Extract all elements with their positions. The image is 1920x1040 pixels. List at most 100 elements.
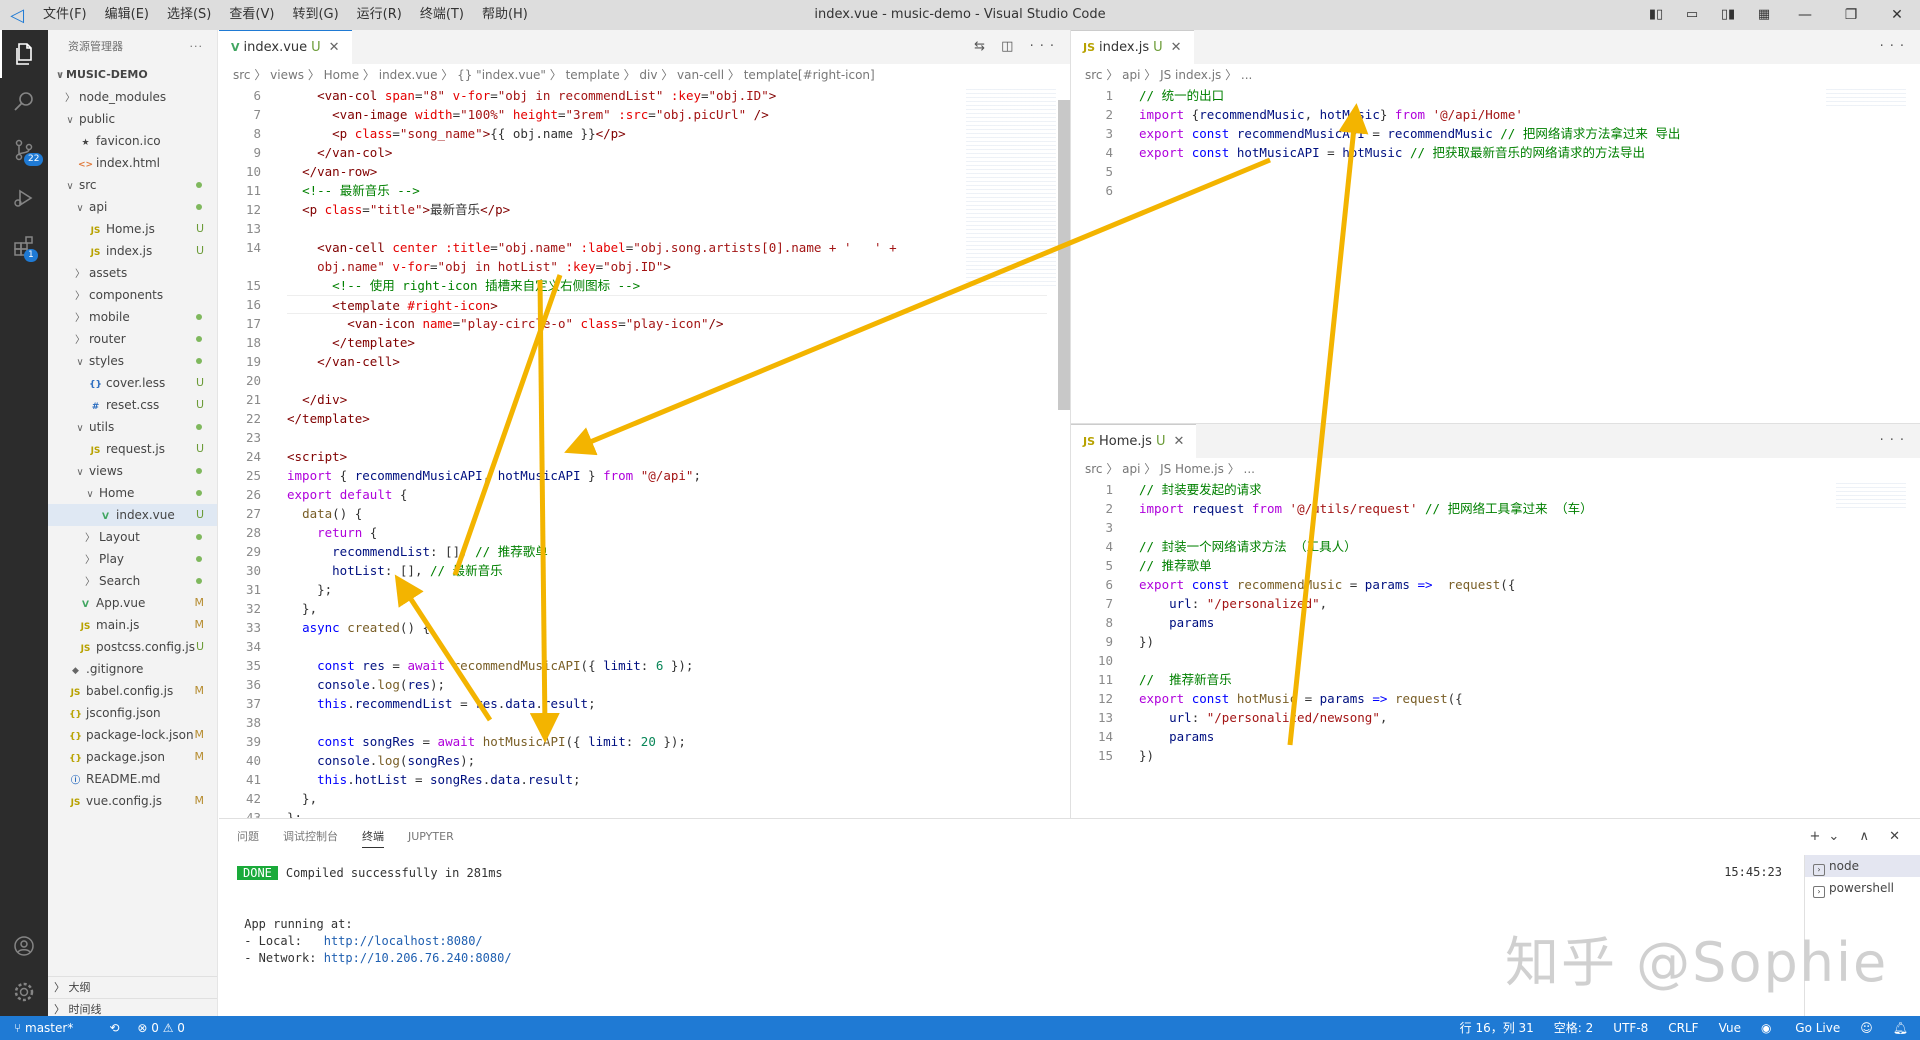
restore-button[interactable]: ❐ — [1844, 7, 1858, 23]
search-icon[interactable] — [0, 78, 48, 126]
code-line[interactable]: export default { — [287, 487, 408, 502]
explorer-icon[interactable] — [0, 30, 48, 78]
chevron-down-icon[interactable]: ∨ — [76, 357, 84, 368]
toggle-sidebar-icon[interactable]: ▮▯ — [1648, 7, 1664, 22]
code-line[interactable]: import request from '@/utils/request' //… — [1139, 501, 1593, 516]
chevron-right-icon[interactable]: 〉 — [75, 291, 85, 302]
editor-more-icon[interactable]: ··· — [1879, 39, 1910, 54]
tree-folder[interactable]: ∨src — [48, 174, 217, 196]
code-line[interactable]: obj.name" v-for="obj in hotList" :key="o… — [317, 259, 671, 274]
code-line[interactable]: }; — [287, 582, 333, 597]
code-line[interactable]: export const recommendMusicAPI = recomme… — [1139, 126, 1681, 141]
code-line[interactable]: const songRes = await hotMusicAPI({ limi… — [317, 734, 686, 749]
source-control-icon[interactable]: 22 — [0, 126, 48, 174]
code-line[interactable]: <van-col span="8" v-for="obj in recommen… — [317, 88, 777, 103]
network-url-link[interactable]: http://10.206.76.240:8080/ — [323, 951, 512, 965]
menu-item-1[interactable]: 编辑(E) — [104, 7, 149, 22]
line-ending[interactable]: CRLF — [1668, 1021, 1699, 1035]
code-line[interactable]: </template> — [332, 335, 415, 350]
minimize-button[interactable]: — — [1798, 7, 1812, 23]
menu-item-5[interactable]: 运行(R) — [356, 7, 402, 22]
breadcrumb[interactable]: src 〉 views 〉 Home 〉 index.vue 〉 {} "ind… — [233, 68, 875, 82]
tree-folder[interactable]: 〉assets — [48, 262, 217, 284]
code-line[interactable]: recommendList: [], // 推荐歌单 — [332, 544, 548, 559]
code-line[interactable]: import { recommendMusicAPI, hotMusicAPI … — [287, 468, 701, 483]
chevron-right-icon[interactable]: 〉 — [75, 313, 85, 324]
code-line[interactable]: <!-- 使用 right-icon 插槽来自定义右侧图标 --> — [332, 278, 641, 293]
cursor-position[interactable]: 行 16，列 31 — [1459, 1021, 1534, 1035]
feedback-icon[interactable]: ☺ — [1860, 1021, 1873, 1035]
panel-actions[interactable]: +⌄ ∧ ✕ — [1809, 829, 1908, 844]
tree-folder[interactable]: 〉Play — [48, 548, 217, 570]
close-tab-icon[interactable]: ✕ — [328, 40, 340, 55]
code-line[interactable]: <van-cell center :title="obj.name" :labe… — [317, 240, 897, 255]
code-line[interactable]: <van-image width="100%" height="3rem" :s… — [332, 107, 769, 122]
code-line[interactable]: <p class="song_name">{{ obj.name }}</p> — [332, 126, 626, 141]
tree-folder[interactable]: ∨styles — [48, 350, 217, 372]
code-line[interactable]: url: "/personalized/newsong", — [1169, 710, 1388, 725]
chevron-right-icon[interactable]: 〉 — [75, 269, 85, 280]
close-tab-icon[interactable]: ✕ — [1173, 434, 1185, 449]
close-tab-icon[interactable]: ✕ — [1170, 40, 1182, 55]
code-line[interactable]: async created() { — [302, 620, 431, 635]
tree-file[interactable]: {}jsconfig.json — [48, 702, 217, 724]
chevron-right-icon[interactable]: 〉 — [85, 533, 95, 544]
indentation[interactable]: 空格: 2 — [1553, 1021, 1594, 1035]
menu-item-7[interactable]: 帮助(H) — [481, 7, 528, 22]
panel-tab-1[interactable]: 调试控制台 — [283, 830, 338, 843]
tree-file[interactable]: ★favicon.ico — [48, 130, 217, 152]
terminal-item[interactable]: ›node — [1805, 855, 1920, 877]
tree-folder[interactable]: 〉components — [48, 284, 217, 306]
code-line[interactable]: }; — [287, 810, 303, 818]
code-line[interactable]: <script> — [287, 449, 348, 464]
toggle-panel-icon[interactable]: ▭ — [1685, 7, 1699, 22]
timeline-section[interactable]: 〉 时间线 — [48, 998, 217, 1016]
code-line[interactable]: // 推荐歌单 — [1139, 558, 1212, 573]
panel-tab-3[interactable]: JUPYTER — [408, 830, 454, 843]
code-line[interactable]: <van-icon name="play-circle-o" class="pl… — [347, 316, 724, 331]
code-line[interactable]: data() { — [302, 506, 363, 521]
code-line[interactable]: }, — [287, 601, 318, 616]
chevron-down-icon[interactable]: ∨ — [66, 115, 74, 126]
editor-actions[interactable]: ⇆ ◫ ··· — [974, 39, 1060, 54]
tree-folder[interactable]: 〉router — [48, 328, 217, 350]
minimap[interactable] — [1826, 86, 1906, 106]
menu-item-6[interactable]: 终端(T) — [419, 7, 464, 22]
minimap[interactable] — [966, 86, 1056, 286]
tree-file[interactable]: ◆.gitignore — [48, 658, 217, 680]
chevron-right-icon[interactable]: 〉 — [75, 335, 85, 346]
code-line[interactable]: console.log(res); — [317, 677, 446, 692]
menu-item-4[interactable]: 转到(G) — [292, 7, 339, 22]
tree-file[interactable]: <>index.html — [48, 152, 217, 174]
tree-folder[interactable]: 〉node_modules — [48, 86, 217, 108]
menu-item-3[interactable]: 查看(V) — [229, 7, 275, 22]
run-debug-icon[interactable] — [0, 174, 48, 222]
code-line[interactable]: export const hotMusicAPI = hotMusic // 把… — [1139, 145, 1646, 160]
code-line[interactable]: import {recommendMusic, hotMusic} from '… — [1139, 107, 1523, 122]
code-line[interactable]: // 封装一个网络请求方法 （工具人） — [1139, 539, 1357, 554]
panel-tab-0[interactable]: 问题 — [237, 830, 259, 843]
code-line[interactable]: </template> — [287, 411, 370, 426]
code-line[interactable]: <p class="title">最新音乐</p> — [302, 202, 511, 217]
panel-tab-2[interactable]: 终端 — [362, 827, 384, 848]
code-line[interactable]: </div> — [302, 392, 348, 407]
code-line[interactable]: return { — [317, 525, 378, 540]
code-line[interactable]: <template #right-icon> — [287, 295, 1047, 314]
settings-gear-icon[interactable] — [0, 968, 48, 1016]
tree-folder[interactable]: ∨Home — [48, 482, 217, 504]
code-line[interactable]: params — [1169, 615, 1215, 630]
code-line[interactable]: }) — [1139, 634, 1155, 649]
